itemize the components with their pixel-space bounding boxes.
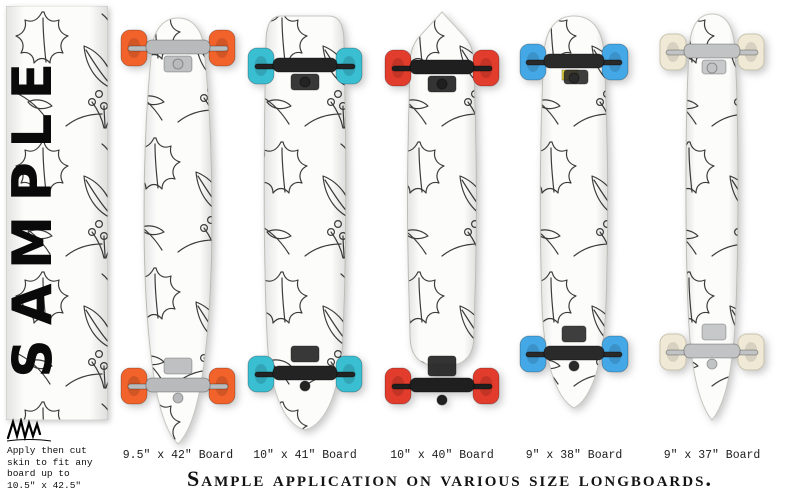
note-line-3: board up to xyxy=(7,468,70,479)
truck-rear xyxy=(391,355,493,406)
note-line-2: skin to fit any xyxy=(7,456,93,468)
sample-watermark: SAMPLE xyxy=(1,48,64,378)
board-label-5: 9" x 37" Board xyxy=(663,449,761,462)
board-label-3: 10" x 40" Board xyxy=(390,449,494,462)
board-9x38 xyxy=(514,6,634,424)
board-label-2: 10" x 41" Board xyxy=(253,449,357,462)
truck-front xyxy=(254,57,356,91)
truck-front xyxy=(127,39,229,73)
truck-front xyxy=(391,59,493,93)
board-9x37 xyxy=(652,6,772,430)
truck-rear xyxy=(665,323,759,370)
truck-rear xyxy=(525,325,623,372)
truck-rear xyxy=(127,357,229,404)
caption: Sample application on various size longb… xyxy=(187,466,713,491)
skin-pattern xyxy=(5,5,109,421)
truck-rear xyxy=(254,345,356,392)
skin-sample-strip xyxy=(5,5,109,421)
board-10x40 xyxy=(382,6,502,430)
board-10x41 xyxy=(245,6,365,438)
board-9p5x42 xyxy=(118,2,238,448)
truck-front xyxy=(525,53,623,85)
note-line-1: Apply then cut xyxy=(7,445,87,456)
board-label-4: 9" x 38" Board xyxy=(525,449,623,462)
brand-logo xyxy=(6,416,52,444)
application-note: Apply then cut skin to fit any board up … xyxy=(7,445,121,491)
note-line-4: 10.5" x 42.5" xyxy=(7,479,82,491)
board-label-1: 9.5" x 42" Board xyxy=(122,449,234,462)
truck-front xyxy=(665,43,759,75)
brand-scribble-icon xyxy=(6,416,52,442)
